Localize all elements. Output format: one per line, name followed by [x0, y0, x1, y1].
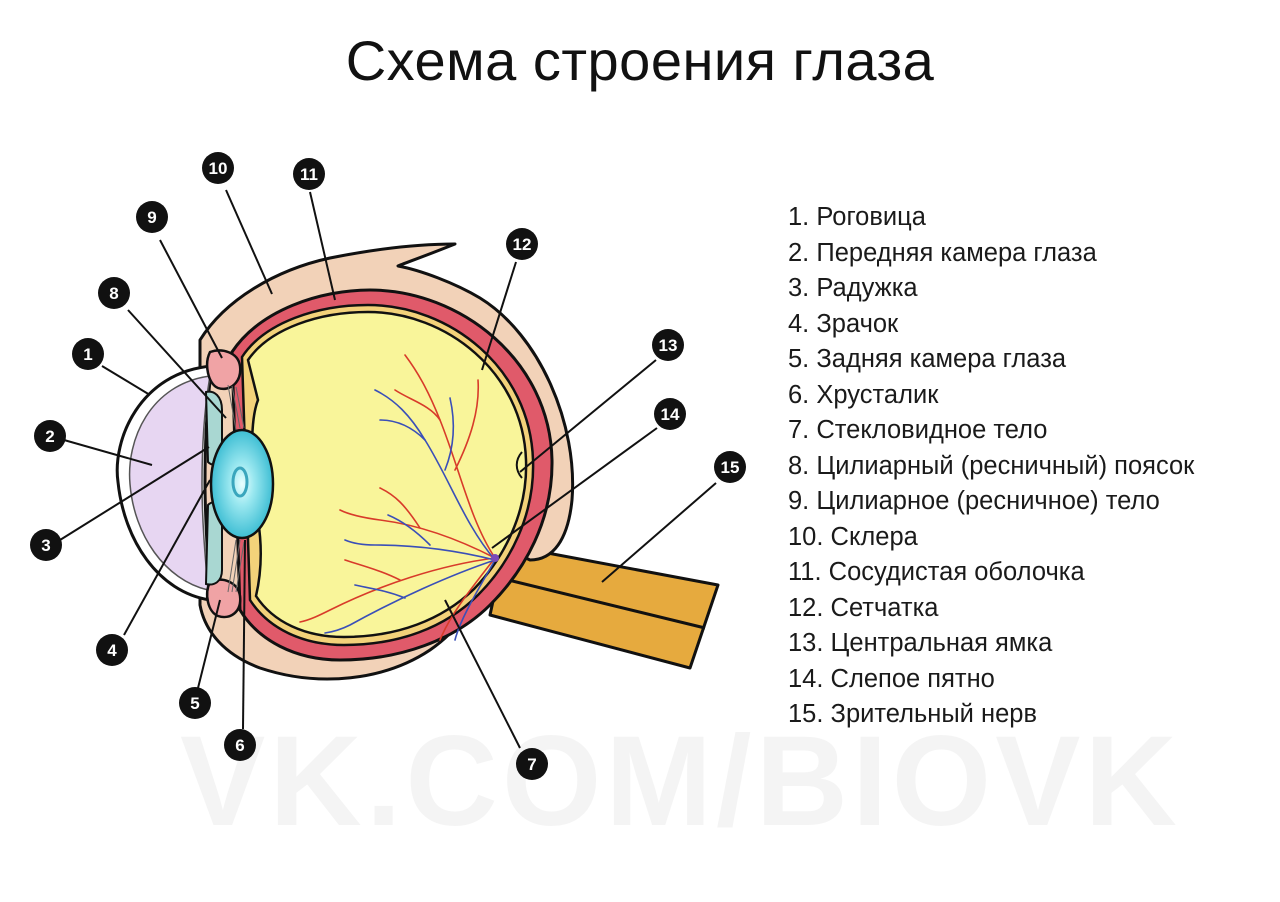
- svg-text:4: 4: [107, 641, 117, 660]
- legend-number: 11.: [788, 555, 822, 591]
- svg-text:12: 12: [513, 235, 532, 254]
- legend-item: 14. Слепое пятно: [788, 662, 1194, 698]
- legend-label: Цилиарное (ресничное) тело: [816, 487, 1159, 515]
- legend-item: 15. Зрительный нерв: [788, 697, 1194, 733]
- cornea: [117, 366, 212, 600]
- legend-label: Сетчатка: [831, 594, 939, 622]
- legend-item: 2. Передняя камера глаза: [788, 236, 1194, 272]
- legend-label: Центральная ямка: [831, 629, 1053, 657]
- marker-14: 14: [654, 398, 686, 430]
- legend-label: Хрусталик: [816, 381, 938, 409]
- svg-text:8: 8: [109, 284, 118, 303]
- legend-label: Слепое пятно: [831, 665, 995, 693]
- marker-8: 8: [98, 277, 130, 309]
- svg-text:10: 10: [209, 159, 228, 178]
- legend-number: 3.: [788, 271, 809, 307]
- legend-item: 1. Роговица: [788, 200, 1194, 236]
- marker-12: 12: [506, 228, 538, 260]
- marker-2: 2: [34, 420, 66, 452]
- marker-10: 10: [202, 152, 234, 184]
- legend-number: 2.: [788, 236, 809, 272]
- legend-label: Радужка: [816, 274, 917, 302]
- marker-5: 5: [179, 687, 211, 719]
- legend-number: 15.: [788, 697, 823, 733]
- marker-13: 13: [652, 329, 684, 361]
- marker-11: 11: [293, 158, 325, 190]
- svg-text:6: 6: [235, 736, 244, 755]
- legend-number: 4.: [788, 307, 809, 343]
- svg-text:7: 7: [527, 755, 536, 774]
- svg-text:14: 14: [661, 405, 680, 424]
- legend-item: 11. Сосудистая оболочка: [788, 555, 1194, 591]
- lens: [211, 430, 273, 538]
- legend-number: 10.: [788, 520, 823, 556]
- legend-label: Задняя камера глаза: [816, 345, 1066, 373]
- legend-item: 4. Зрачок: [788, 307, 1194, 343]
- svg-text:2: 2: [45, 427, 54, 446]
- legend-number: 5.: [788, 342, 809, 378]
- legend-label: Передняя камера глаза: [816, 239, 1096, 267]
- legend-number: 14.: [788, 662, 823, 698]
- marker-9: 9: [136, 201, 168, 233]
- legend-item: 6. Хрусталик: [788, 378, 1194, 414]
- svg-text:15: 15: [721, 458, 740, 477]
- legend-item: 3. Радужка: [788, 271, 1194, 307]
- legend-number: 1.: [788, 200, 809, 236]
- svg-text:13: 13: [659, 336, 678, 355]
- legend-item: 12. Сетчатка: [788, 591, 1194, 627]
- legend-number: 7.: [788, 413, 809, 449]
- marker-3: 3: [30, 529, 62, 561]
- legend-label: Зрачок: [816, 310, 898, 338]
- legend-number: 6.: [788, 378, 809, 414]
- legend-item: 9. Цилиарное (ресничное) тело: [788, 484, 1194, 520]
- legend-item: 10. Склера: [788, 520, 1194, 556]
- marker-4: 4: [96, 634, 128, 666]
- legend-item: 8. Цилиарный (ресничный) поясок: [788, 449, 1194, 485]
- legend-label: Зрительный нерв: [831, 700, 1037, 728]
- marker-15: 15: [714, 451, 746, 483]
- legend-number: 8.: [788, 449, 809, 485]
- svg-text:9: 9: [147, 208, 156, 227]
- legend-item: 13. Центральная ямка: [788, 626, 1194, 662]
- legend-label: Сосудистая оболочка: [829, 558, 1085, 586]
- legend-item: 7. Стекловидное тело: [788, 413, 1194, 449]
- legend-number: 12.: [788, 591, 823, 627]
- legend-list: 1. Роговица 2. Передняя камера глаза 3. …: [788, 200, 1194, 733]
- svg-text:11: 11: [300, 165, 318, 184]
- marker-1: 1: [72, 338, 104, 370]
- svg-text:5: 5: [190, 694, 199, 713]
- marker-6: 6: [224, 729, 256, 761]
- legend-number: 9.: [788, 484, 809, 520]
- legend-label: Склера: [831, 523, 918, 551]
- svg-text:1: 1: [83, 345, 92, 364]
- legend-number: 13.: [788, 626, 823, 662]
- svg-text:3: 3: [41, 536, 50, 555]
- legend-label: Роговица: [816, 203, 926, 231]
- marker-7: 7: [516, 748, 548, 780]
- legend-item: 5. Задняя камера глаза: [788, 342, 1194, 378]
- legend-label: Стекловидное тело: [816, 416, 1047, 444]
- legend-label: Цилиарный (ресничный) поясок: [816, 452, 1194, 480]
